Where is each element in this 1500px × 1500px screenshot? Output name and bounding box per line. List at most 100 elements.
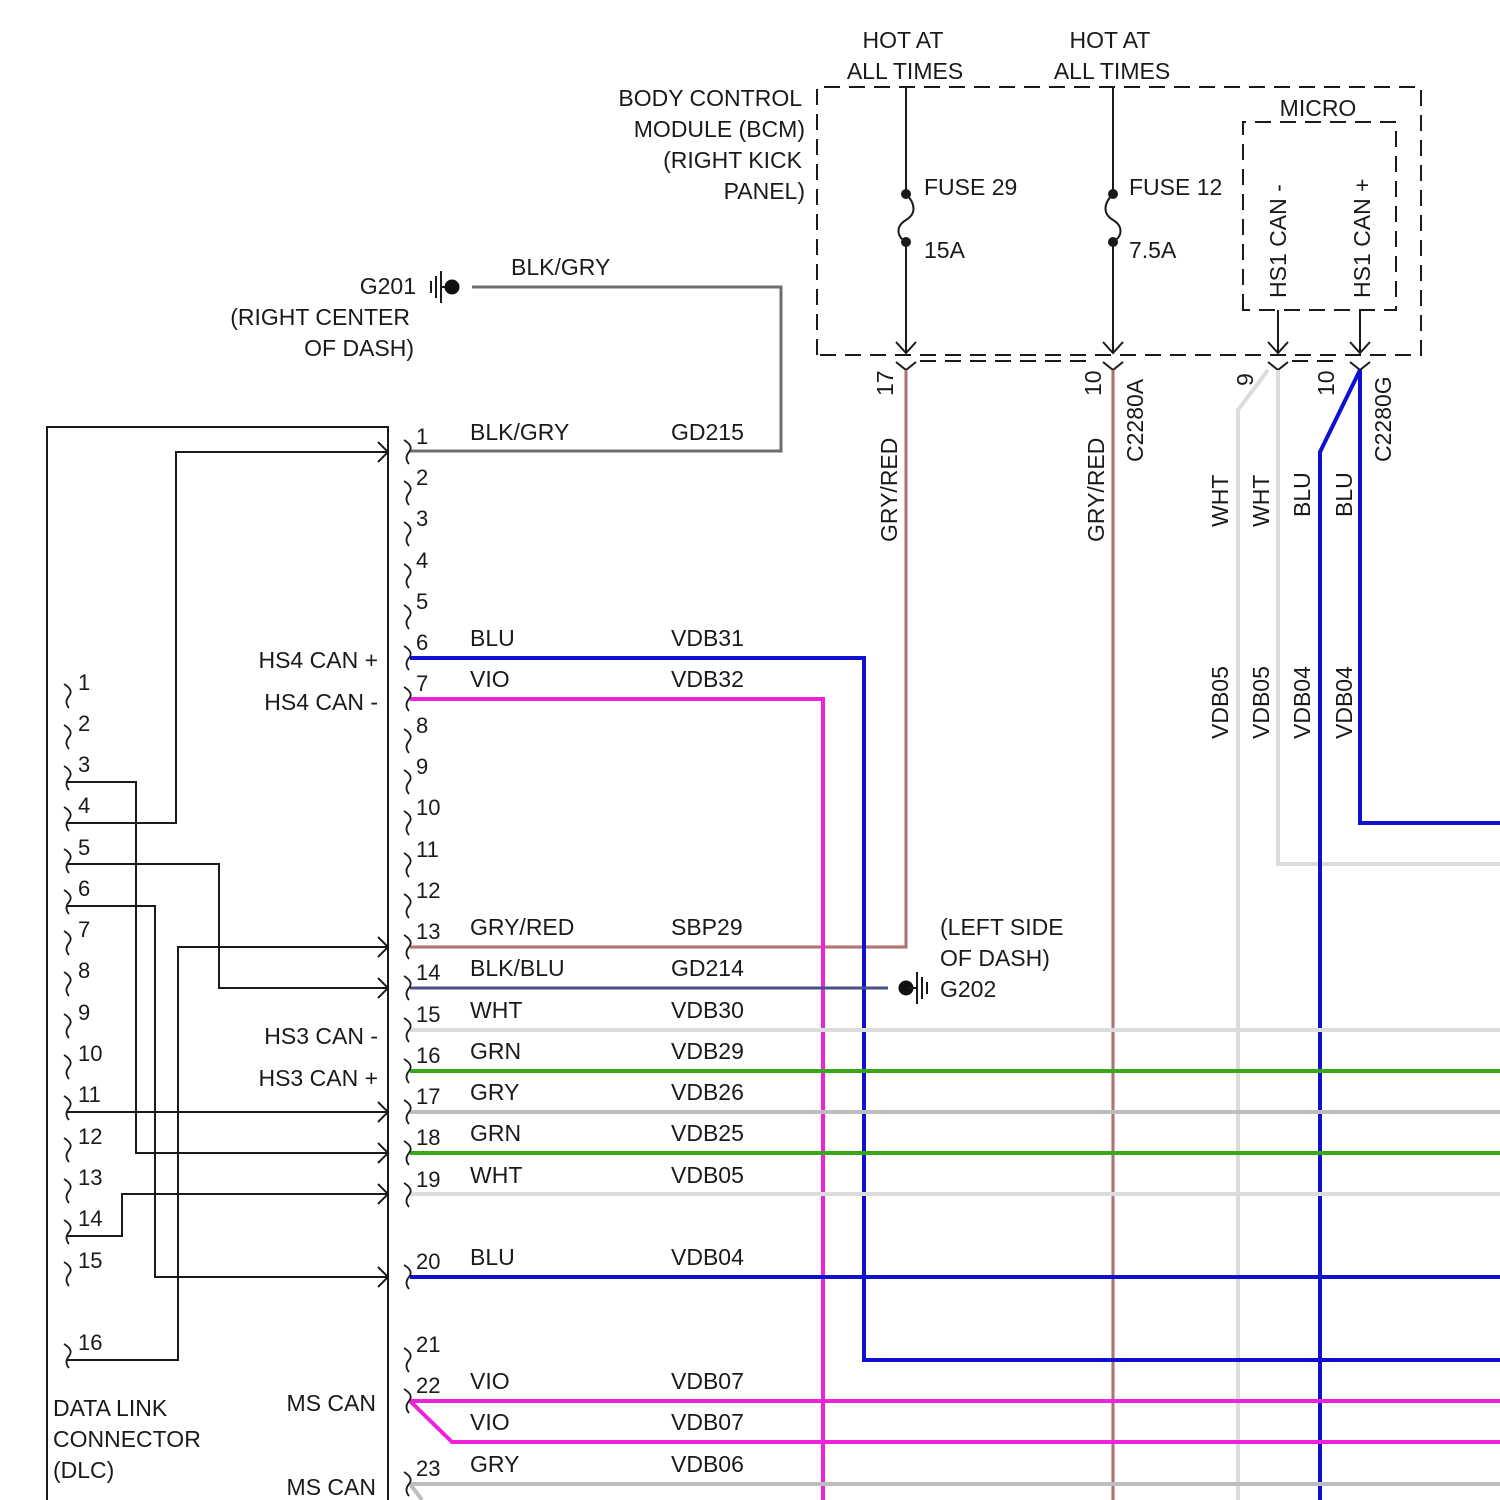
dlc-side-pin: 5 xyxy=(64,835,90,873)
dlc-side-pin-number: 11 xyxy=(78,1082,101,1107)
dlc-side-pin-number: 4 xyxy=(78,793,90,818)
dlc-pin-row: 2 xyxy=(404,465,428,505)
dlc-pin-row: 18 GRN VDB25 xyxy=(404,1120,744,1165)
pin-wire-color: VIO xyxy=(470,1409,510,1435)
label-vdb04-a: VDB04 xyxy=(1289,666,1315,739)
pin-number: 18 xyxy=(416,1125,440,1150)
pin-number: 2 xyxy=(416,465,428,490)
pin-number: 4 xyxy=(416,548,428,573)
pin-wire-color: BLU xyxy=(470,1244,515,1270)
pin-number: 19 xyxy=(416,1167,440,1192)
dlc-name-2: CONNECTOR xyxy=(53,1426,201,1452)
hot-at-all-times-right-2: ALL TIMES xyxy=(1054,58,1170,84)
pin-number: 17 xyxy=(416,1084,440,1109)
hs1-can-minus-label: HS1 CAN - xyxy=(1265,184,1291,298)
g202-location-1: (LEFT SIDE xyxy=(940,914,1064,940)
dlc-side-pin-number: 16 xyxy=(78,1330,102,1355)
dlc-pin-row: 19WHTVDB05 xyxy=(404,1162,744,1207)
pin-circuit-id: VDB30 xyxy=(671,997,744,1023)
wire-gry-extra xyxy=(410,1484,422,1500)
g201-location-1: (RIGHT CENTER xyxy=(230,304,410,330)
vertical-wire-labels: GRY/RED GRY/RED WHT WHT BLU BLU VDB05 VD… xyxy=(876,438,1357,739)
dlc-pin-row: 11 xyxy=(404,837,439,877)
pin-number: 12 xyxy=(416,878,440,903)
dlc-side-pin: 10 xyxy=(64,1041,102,1079)
pin-number: 21 xyxy=(416,1332,440,1357)
label-gry-red-10: GRY/RED xyxy=(1083,438,1109,542)
pin-number: 20 xyxy=(416,1249,440,1274)
bcm-name-line-1: BODY CONTROL xyxy=(618,85,802,111)
pin-circuit-id: GD215 xyxy=(671,419,744,445)
c2280a-pin-17: 17 xyxy=(872,370,898,396)
dlc-side-pin-number: 10 xyxy=(78,1041,102,1066)
c2280g-pin-9: 9 xyxy=(1232,373,1258,386)
pin-circuit-id: VDB07 xyxy=(671,1409,744,1435)
dlc-name-3: (DLC) xyxy=(53,1457,114,1483)
label-gry-red-17: GRY/RED xyxy=(876,438,902,542)
dlc-pin-row: 12 xyxy=(404,878,440,918)
pin-number: 15 xyxy=(416,1002,440,1027)
pin-number: 6 xyxy=(416,630,428,655)
pin-number: 7 xyxy=(416,671,428,696)
fuse-12-name: FUSE 12 xyxy=(1129,174,1222,200)
dlc-side-pin: 15 xyxy=(64,1248,102,1286)
dlc-pin-row: 7 VIO VDB32 xyxy=(404,666,744,711)
pin-number: 13 xyxy=(416,919,440,944)
fuse-12-rating: 7.5A xyxy=(1129,237,1177,263)
dlc-side-pin-number: 9 xyxy=(78,1000,90,1025)
dlc-side-pin-number: 3 xyxy=(78,752,90,777)
pin-number: 11 xyxy=(416,837,439,862)
pin-circuit-id: VDB05 xyxy=(671,1162,744,1188)
g202-location-2: OF DASH) xyxy=(940,945,1050,971)
dlc-pin-row: VIO VDB07 xyxy=(470,1409,744,1435)
label-blu-b: BLU xyxy=(1331,472,1357,517)
dlc-side-pins: 12345678910111213141516 xyxy=(64,670,102,1368)
hs3-can-minus-label: HS3 CAN - xyxy=(264,1023,378,1049)
hot-at-all-times-right-1: HOT AT xyxy=(1070,27,1151,53)
pin-number: 1 xyxy=(416,424,428,449)
ground-g202: (LEFT SIDE OF DASH) G202 xyxy=(899,914,1064,1004)
dlc-pin-row: 4 xyxy=(404,548,428,588)
g202-name: G202 xyxy=(940,976,996,1002)
pin-number: 16 xyxy=(416,1043,440,1068)
c2280g-name: C2280G xyxy=(1370,376,1396,462)
wire-blu-vdb04-a xyxy=(1320,370,1360,1500)
label-wht-b: WHT xyxy=(1248,475,1274,527)
dlc-side-pin: 13 xyxy=(64,1165,102,1203)
pin-circuit-id: VDB26 xyxy=(671,1079,744,1105)
dlc-side-pin: 4 xyxy=(64,793,90,831)
hs4-can-minus-label: HS4 CAN - xyxy=(264,689,378,715)
dlc-pin-row: 20BLUVDB04 xyxy=(404,1244,744,1289)
dlc-pin-row: 3 xyxy=(404,506,428,546)
g201-wire-color: BLK/GRY xyxy=(511,254,610,280)
pin-wire-color: VIO xyxy=(470,666,510,692)
dlc-side-pin: 8 xyxy=(64,958,90,996)
dlc-pin-row: 13GRY/REDSBP29 xyxy=(404,914,743,959)
pin-circuit-id: VDB32 xyxy=(671,666,744,692)
pin-wire-color: VIO xyxy=(470,1368,510,1394)
hot-at-all-times-left-2: ALL TIMES xyxy=(847,58,963,84)
micro-label: MICRO xyxy=(1280,95,1357,121)
pin-circuit-id: VDB29 xyxy=(671,1038,744,1064)
wires xyxy=(410,287,1500,1500)
dlc-pin-row: 6BLUVDB31 xyxy=(404,625,744,670)
bcm-module: MICRO BODY CONTROL MODULE (BCM) (RIGHT K… xyxy=(618,27,1421,462)
fuse-12: FUSE 12 7.5A xyxy=(1103,88,1222,353)
dlc-side-pin-number: 13 xyxy=(78,1165,102,1190)
pin-wire-color: GRN xyxy=(470,1120,521,1146)
dlc-side-pin: 9 xyxy=(64,1000,90,1038)
pin-number: 9 xyxy=(416,754,428,779)
g201-location-2: OF DASH) xyxy=(304,335,414,361)
dlc-pin-row: 9 xyxy=(404,754,428,794)
bcm-boundary xyxy=(817,87,1421,355)
dlc-pin-row: 5 xyxy=(404,589,428,629)
pin-circuit-id: VDB25 xyxy=(671,1120,744,1146)
dlc-side-pin: 7 xyxy=(64,917,90,955)
c2280a-name: C2280A xyxy=(1122,378,1148,462)
pin-number: 10 xyxy=(416,795,440,820)
